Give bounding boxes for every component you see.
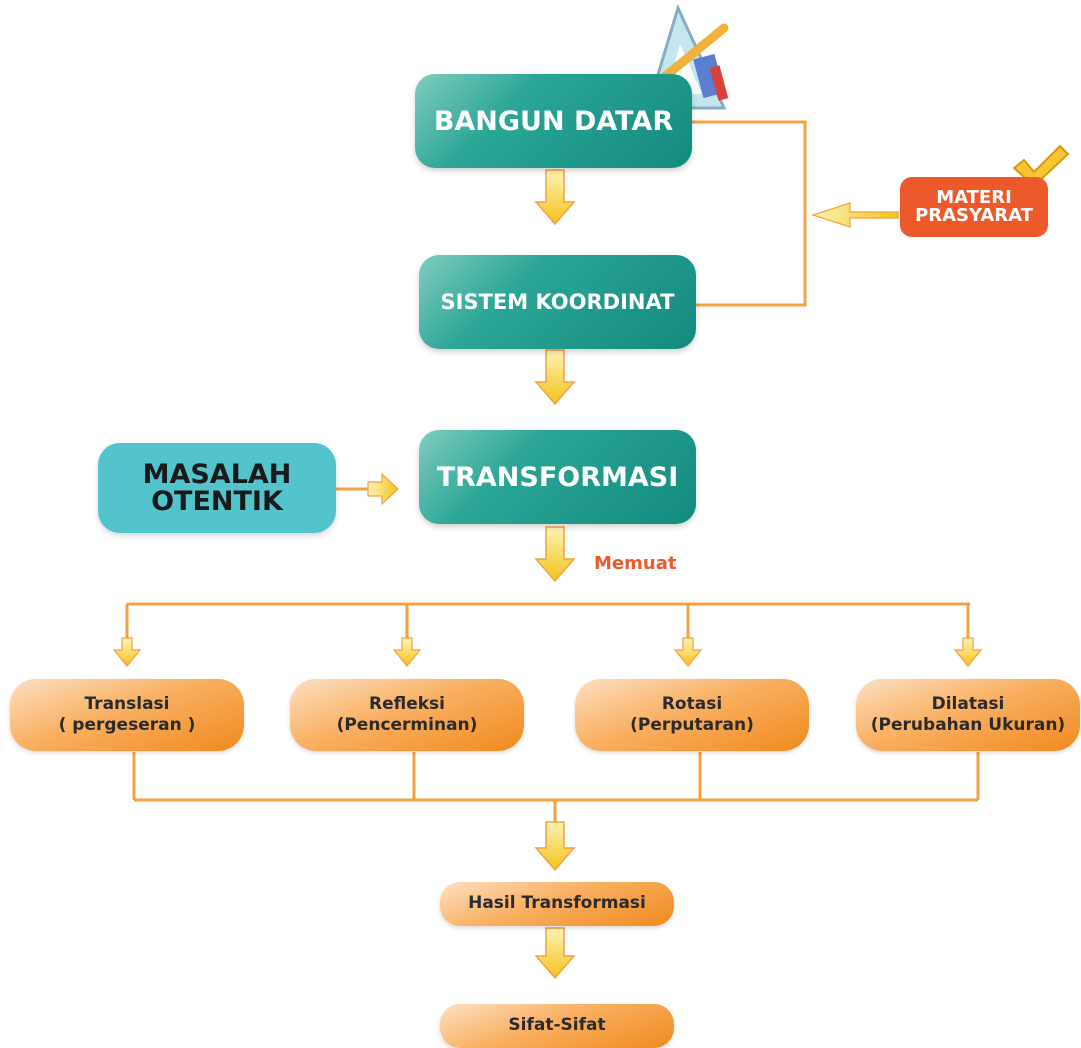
node-transformasi: TRANSFORMASI <box>419 430 696 524</box>
down-arrow-icon <box>953 637 983 667</box>
down-arrow-icon <box>534 349 576 406</box>
node-sistem-koordinat: SISTEM KOORDINAT <box>419 255 696 349</box>
node-bangun-datar-label: BANGUN DATAR <box>433 105 674 137</box>
node-bangun-datar: BANGUN DATAR <box>415 74 692 168</box>
node-rotasi: Rotasi (Perputaran) <box>575 679 809 751</box>
node-translasi-label: Translasi ( pergeseran ) <box>58 693 196 735</box>
down-arrow-icon <box>534 526 576 583</box>
node-hasil-transformasi: Hasil Transformasi <box>440 882 674 926</box>
node-rotasi-label: Rotasi (Perputaran) <box>630 693 754 735</box>
node-hasil-transformasi-label: Hasil Transformasi <box>468 893 646 914</box>
down-arrow-icon <box>534 169 576 226</box>
node-sistem-koordinat-label: SISTEM KOORDINAT <box>440 290 675 314</box>
down-arrow-icon <box>392 637 422 667</box>
right-arrow-icon <box>367 472 399 506</box>
node-masalah-otentik-label: MASALAH OTENTIK <box>142 459 292 517</box>
node-materi-prasyarat: MATERI PRASYARAT <box>900 177 1048 237</box>
prerequisite-bracket <box>692 120 807 307</box>
node-dilatasi: Dilatasi (Perubahan Ukuran) <box>856 679 1080 751</box>
node-transformasi-label: TRANSFORMASI <box>436 461 679 493</box>
down-arrow-icon <box>673 637 703 667</box>
node-masalah-otentik: MASALAH OTENTIK <box>98 443 336 533</box>
node-translasi: Translasi ( pergeseran ) <box>10 679 244 751</box>
down-arrow-icon <box>534 821 576 872</box>
down-arrow-icon <box>534 927 576 980</box>
node-sifat-sifat: Sifat-Sifat <box>440 1004 674 1048</box>
node-materi-prasyarat-label: MATERI PRASYARAT <box>915 187 1033 226</box>
down-arrow-icon <box>112 637 142 667</box>
node-sifat-sifat-label: Sifat-Sifat <box>508 1015 606 1036</box>
edge-label-memuat: Memuat <box>594 553 677 574</box>
node-dilatasi-label: Dilatasi (Perubahan Ukuran) <box>870 693 1066 735</box>
node-refleksi: Refleksi (Pencerminan) <box>290 679 524 751</box>
left-arrow-icon <box>811 202 899 228</box>
node-refleksi-label: Refleksi (Pencerminan) <box>336 693 478 735</box>
